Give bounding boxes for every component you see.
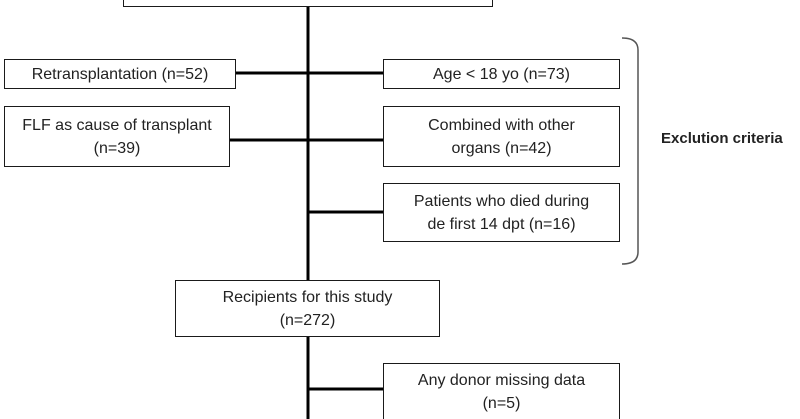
box-flf-cause: FLF as cause of transplant (n=39) (4, 106, 230, 167)
box-patients-died: Patients who died during de first 14 dpt… (383, 183, 620, 242)
box-age-under-18: Age < 18 yo (n=73) (383, 59, 620, 89)
top-box (123, 0, 493, 7)
box-recipients: Recipients for this study (n=272) (175, 280, 440, 337)
box-retransplantation: Retransplantation (n=52) (4, 59, 236, 89)
box-donor-missing-data: Any donor missing data (n=5) (383, 363, 620, 419)
box-combined-organs: Combined with other organs (n=42) (383, 106, 620, 167)
exclusion-bracket (621, 37, 639, 265)
exclusion-criteria-label: Exclution criteria (661, 130, 783, 147)
